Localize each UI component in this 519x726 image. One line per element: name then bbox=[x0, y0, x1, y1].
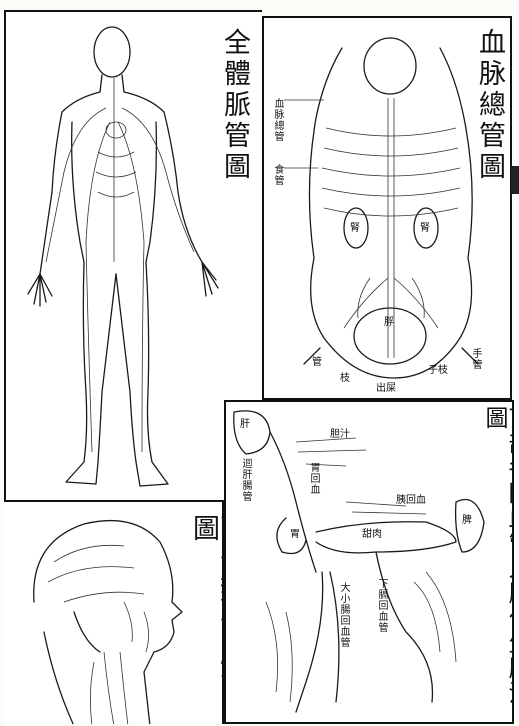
head-neck-title: 面部頸部脈管圖 bbox=[190, 514, 224, 724]
label-main-vessel: 血脉總管 bbox=[272, 98, 282, 142]
label-out: 出屎 bbox=[376, 384, 396, 394]
lower-parts-figure bbox=[226, 402, 514, 724]
label-pancreas-vessel: 胰回血 bbox=[396, 496, 426, 506]
label-pancreas: 甜肉 bbox=[362, 530, 382, 540]
label-hepatic-duct: 迴肝腸管 bbox=[240, 458, 250, 502]
label-spleen: 脾 bbox=[462, 516, 472, 526]
label-stomach-vessel: 胃回血 bbox=[308, 462, 318, 495]
label-small-intestine: 大小腸回血管 bbox=[338, 582, 348, 648]
label-hand-vessel: 手管 bbox=[470, 348, 480, 370]
label-sub-branch: 子枝 bbox=[428, 366, 448, 376]
label-kidney-right: 腎 bbox=[420, 224, 430, 234]
label-kidney-left: 腎 bbox=[350, 224, 360, 234]
torso-panel: 血脉總管圖 血脉總管 食管 腎 腎 脬 管 枝 出屎 子枝 手管 bbox=[262, 16, 512, 400]
label-bladder: 脬 bbox=[384, 318, 394, 328]
label-pelvic-branch: 枝 bbox=[340, 374, 350, 384]
label-lower-vessel: 下膈回血管 bbox=[376, 578, 386, 633]
label-gall: 胆汁 bbox=[330, 430, 350, 440]
lower-parts-panel: 下部各回血管入肝化生胆汁圖 肝 迴肝腸管 胆汁 胃回血 胰回血 脾 胃 甜肉 大… bbox=[224, 400, 514, 724]
lower-parts-title: 下部各回血管入肝化生胆汁圖 bbox=[482, 406, 514, 722]
page-edge-tab bbox=[511, 166, 519, 194]
whole-body-title: 全體脈管圖 bbox=[221, 28, 248, 183]
head-neck-panel: 面部頸部脈管圖 bbox=[4, 500, 224, 724]
torso-title: 血脉總管圖 bbox=[476, 28, 503, 183]
label-liver: 肝 bbox=[240, 420, 250, 430]
label-food-tube: 食管 bbox=[272, 164, 282, 186]
label-stomach: 胃 bbox=[290, 530, 300, 540]
label-pelvic-vessel: 管 bbox=[312, 358, 322, 368]
